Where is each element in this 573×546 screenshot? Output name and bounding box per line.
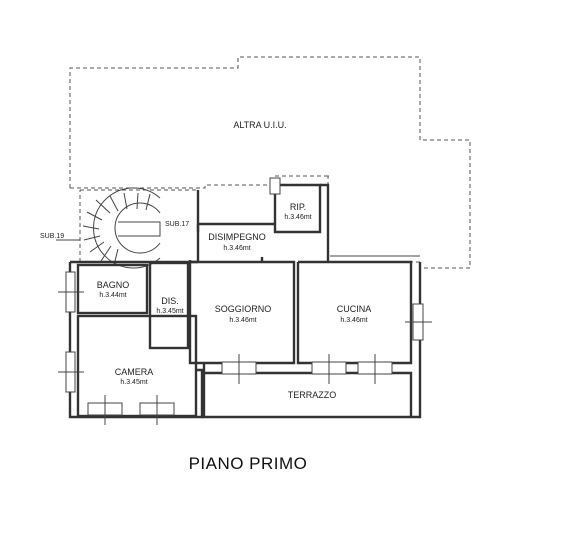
spiral-staircase: [82, 187, 161, 269]
dis-label: DIS.: [161, 296, 179, 306]
disimpegno-height: h.3.46mt: [223, 245, 250, 252]
windows: [56, 177, 432, 425]
altra-uiu-label: ALTRA U.I.U.: [233, 120, 286, 130]
camera-label: CAMERA: [115, 367, 154, 377]
interior-walls: [76, 224, 413, 418]
soggiorno-height: h.3.46mt: [229, 317, 256, 324]
cucina-label: CUCINA: [337, 304, 372, 314]
sub19-label: SUB.19: [40, 233, 64, 240]
sub17-label: SUB.17: [165, 221, 189, 228]
terrazzo-label: TERRAZZO: [288, 390, 337, 400]
page-title: PIANO PRIMO: [188, 454, 308, 473]
disimpegno-label: DISIMPEGNO: [208, 232, 266, 242]
cucina-height: h.3.46mt: [340, 317, 367, 324]
dis-height: h.3.45mt: [156, 308, 183, 315]
soggiorno-label: SOGGIORNO: [215, 304, 272, 314]
bagno-label: BAGNO: [97, 280, 130, 290]
bagno-height: h.3.44mt: [99, 292, 126, 299]
rip-height: h.3.46mt: [284, 214, 311, 221]
rip-label: RIP.: [290, 202, 306, 212]
camera-height: h.3.45mt: [120, 379, 147, 386]
